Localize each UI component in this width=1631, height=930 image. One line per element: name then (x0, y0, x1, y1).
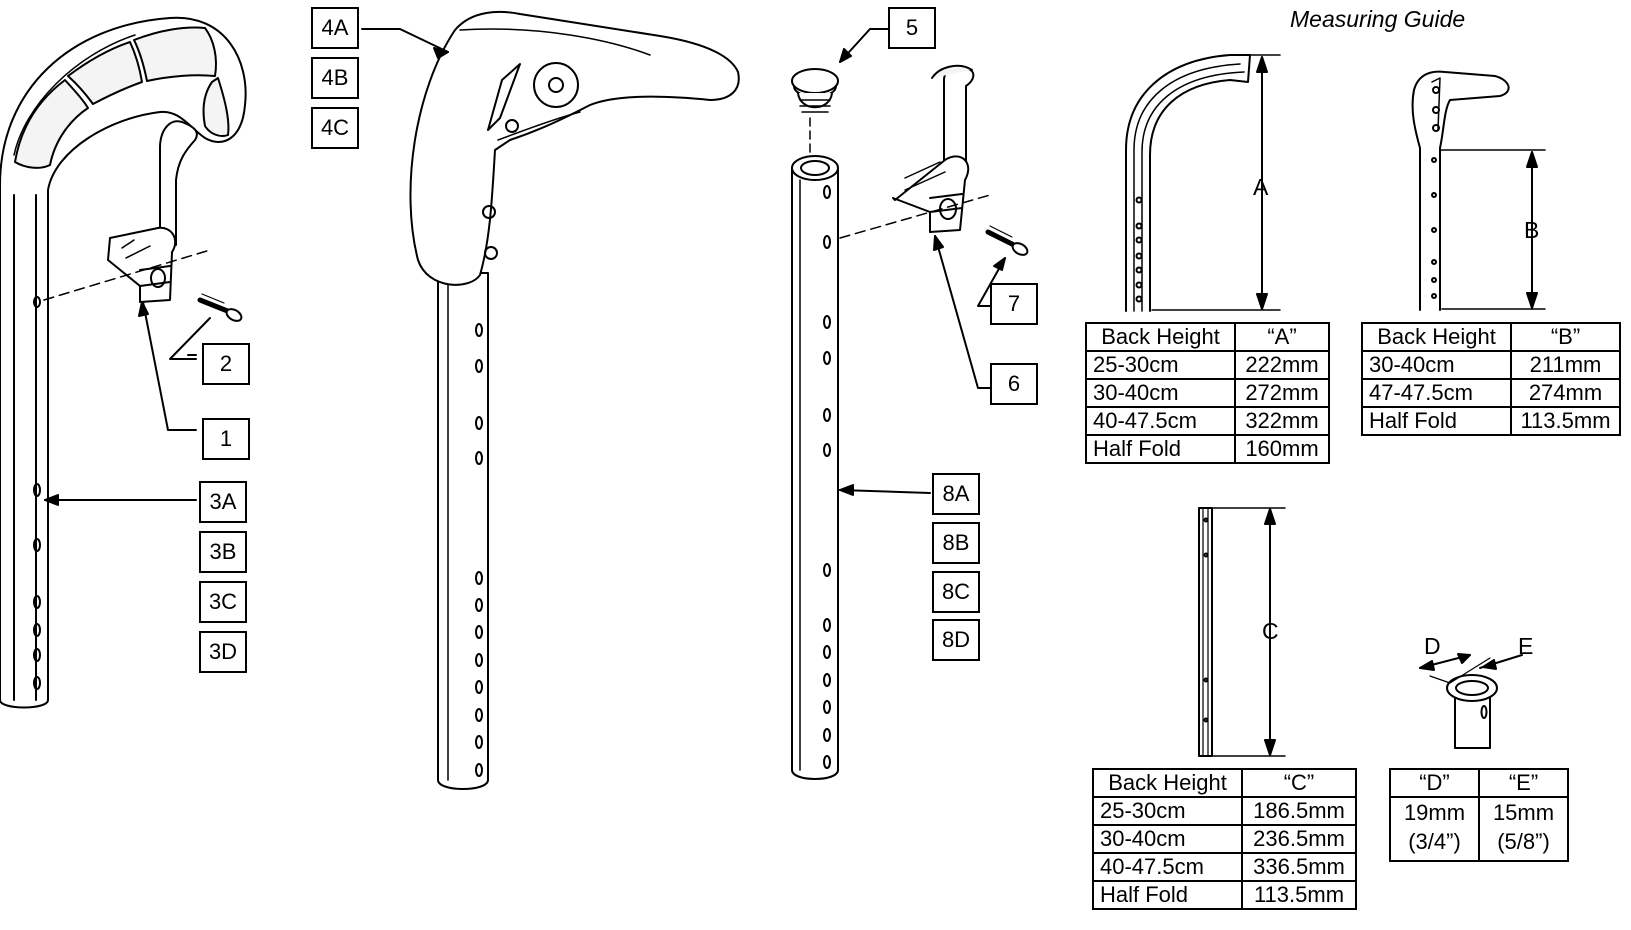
e-value-mm: 15mm (1492, 800, 1555, 825)
dim-label-c: C (1262, 618, 1279, 644)
table-cell: 274mm (1510, 378, 1621, 408)
dim-label-d: D (1424, 633, 1441, 659)
table-row: Half Fold 160mm (1085, 434, 1330, 464)
screw-left (197, 293, 243, 322)
header-back-height: Back Height (1092, 768, 1243, 798)
table-row: 19mm (3/4”) 15mm (5/8”) (1389, 796, 1569, 862)
table-row: 30-40cm 236.5mm (1092, 824, 1357, 854)
table-c: Back Height “C” 25-30cm 186.5mm 30-40cm … (1092, 768, 1357, 910)
guide-tube-end (1446, 674, 1498, 749)
header-c: “C” (1241, 768, 1357, 798)
table-cell: Half Fold (1361, 406, 1512, 436)
table-cell: 47-47.5cm (1361, 378, 1512, 408)
table-cell: Half Fold (1092, 880, 1243, 910)
screw-axis-right (839, 194, 991, 239)
callout-3c: 3C (199, 581, 247, 623)
curved-handle-tube (0, 16, 247, 709)
callout-4c: 4C (311, 107, 359, 149)
table-cell: 113.5mm (1510, 406, 1621, 436)
table-cell: Half Fold (1085, 434, 1236, 464)
table-cell: 211mm (1510, 350, 1621, 380)
table-cell: 272mm (1234, 378, 1330, 408)
end-plug (791, 68, 839, 113)
clip-left (107, 120, 198, 303)
callout-2: 2 (202, 343, 250, 385)
callout-8b: 8B (932, 522, 980, 564)
table-row: 30-40cm 272mm (1085, 378, 1330, 408)
straight-tube (791, 155, 839, 780)
ergonomic-handle (409, 10, 740, 790)
table-de: “D” “E” 19mm (3/4”) 15mm (5/8”) (1389, 768, 1569, 862)
callout-4b: 4B (311, 57, 359, 99)
table-header-row: “D” “E” (1389, 768, 1569, 798)
table-cell: 236.5mm (1241, 824, 1357, 854)
table-cell: 25-30cm (1092, 796, 1243, 826)
header-d: “D” (1389, 768, 1480, 798)
table-cell: 30-40cm (1361, 350, 1512, 380)
table-header-row: Back Height “B” (1361, 322, 1621, 352)
table-cell: 322mm (1234, 406, 1330, 436)
table-cell: 30-40cm (1085, 378, 1236, 408)
header-a: “A” (1234, 322, 1330, 352)
table-header-row: Back Height “C” (1092, 768, 1357, 798)
table-cell: 186.5mm (1241, 796, 1357, 826)
table-cell: 160mm (1234, 434, 1330, 464)
callout-4a: 4A (311, 7, 359, 49)
dim-label-e: E (1518, 633, 1534, 659)
header-e: “E” (1478, 768, 1569, 798)
table-row: Half Fold 113.5mm (1092, 880, 1357, 910)
callout-8c: 8C (932, 571, 980, 613)
table-row: 40-47.5cm 336.5mm (1092, 852, 1357, 882)
guide-tube-a (1125, 54, 1251, 312)
table-cell: 25-30cm (1085, 350, 1236, 380)
d-value-mm: 19mm (1403, 800, 1466, 825)
callout-6: 6 (990, 363, 1038, 405)
callout-8d: 8D (932, 619, 980, 661)
callout-3b: 3B (199, 531, 247, 573)
table-a: Back Height “A” 25-30cm 222mm 30-40cm 27… (1085, 322, 1330, 464)
callout-5: 5 (888, 7, 936, 49)
dim-label-a: A (1253, 174, 1269, 200)
table-row: 30-40cm 211mm (1361, 350, 1621, 380)
table-row: 25-30cm 222mm (1085, 350, 1330, 380)
table-cell: 40-47.5cm (1092, 852, 1243, 882)
table-cell: 222mm (1234, 350, 1330, 380)
table-header-row: Back Height “A” (1085, 322, 1330, 352)
table-cell: 40-47.5cm (1085, 406, 1236, 436)
e-value-inch: (5/8”) (1497, 829, 1550, 854)
callout-3a: 3A (199, 481, 247, 523)
table-row: Half Fold 113.5mm (1361, 406, 1621, 436)
screw-right (985, 225, 1029, 256)
table-row: 47-47.5cm 274mm (1361, 378, 1621, 408)
table-b: Back Height “B” 30-40cm 211mm 47-47.5cm … (1361, 322, 1621, 436)
header-b: “B” (1510, 322, 1621, 352)
clip-right (892, 64, 975, 233)
table-cell: 30-40cm (1092, 824, 1243, 854)
cell-e: 15mm (5/8”) (1478, 796, 1569, 862)
table-cell: 336.5mm (1241, 852, 1357, 882)
callout-7: 7 (990, 283, 1038, 325)
callout-1: 1 (202, 418, 250, 460)
header-back-height: Back Height (1361, 322, 1512, 352)
callout-8a: 8A (932, 473, 980, 515)
table-cell: 113.5mm (1241, 880, 1357, 910)
dim-label-b: B (1524, 217, 1540, 243)
d-value-inch: (3/4”) (1408, 829, 1461, 854)
table-row: 40-47.5cm 322mm (1085, 406, 1330, 436)
callout-3d: 3D (199, 631, 247, 673)
table-row: 25-30cm 186.5mm (1092, 796, 1357, 826)
measuring-guide-title: Measuring Guide (1290, 6, 1466, 32)
screw-axis-left (43, 249, 211, 301)
guide-tube-c (1198, 507, 1213, 757)
guide-tube-b (1411, 70, 1510, 311)
cell-d: 19mm (3/4”) (1389, 796, 1480, 862)
header-back-height: Back Height (1085, 322, 1236, 352)
